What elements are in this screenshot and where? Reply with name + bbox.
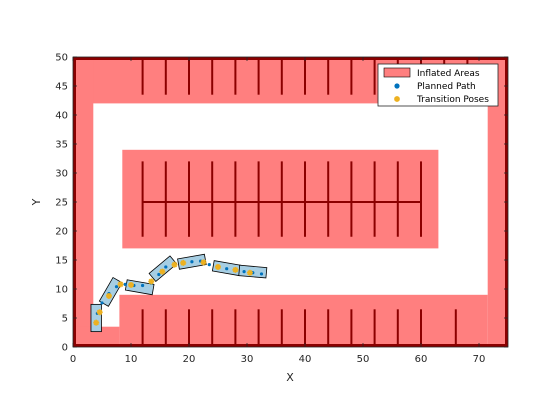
planned-path-point — [123, 282, 127, 286]
y-axis-label: Y — [30, 198, 43, 206]
x-axis-label: X — [286, 371, 294, 384]
transition-pose-point — [159, 268, 166, 275]
legend-label-path: Planned Path — [417, 82, 476, 92]
planned-path-point — [141, 283, 145, 288]
y-tick-label: 30 — [55, 169, 68, 180]
planned-path-point — [225, 267, 229, 271]
y-tick-label: 0 — [62, 343, 68, 354]
legend-label-poses: Transition Poses — [416, 95, 489, 105]
axes: 0 10 20 30 40 50 60 70 0 5 10 15 20 25 30 35 40 45 50 — [55, 53, 509, 365]
planned-path-point — [100, 301, 104, 305]
legend-inflated-swatch — [383, 67, 411, 78]
inflated-area-center-island — [122, 149, 439, 249]
transition-pose-point — [246, 269, 253, 276]
planned-path-point — [207, 263, 211, 267]
transition-pose-point — [232, 266, 239, 273]
y-tick-label: 35 — [55, 140, 68, 151]
inflated-area-bottom-band — [119, 294, 488, 347]
transition-pose-point — [105, 292, 112, 299]
transition-pose-point — [96, 309, 103, 316]
transition-pose-point — [171, 261, 178, 268]
legend-label-inflated: Inflated Areas — [417, 69, 480, 79]
inflated-area-left-band — [73, 57, 94, 347]
x-tick-label: 70 — [473, 354, 486, 365]
planned-path-point — [242, 270, 246, 274]
x-tick-label: 60 — [415, 354, 428, 365]
legend-path-marker — [394, 83, 400, 89]
y-tick-label: 40 — [55, 111, 68, 122]
vehicle-footprint — [98, 276, 123, 307]
transition-pose-point — [117, 281, 124, 288]
y-tick-label: 10 — [55, 285, 68, 296]
y-tick-label: 50 — [55, 53, 68, 64]
legend: Inflated Areas Planned Path Transition P… — [377, 63, 499, 107]
transition-pose-point — [200, 259, 207, 266]
transition-pose-point — [215, 263, 221, 270]
planned-path-point — [259, 272, 264, 276]
planned-path-point — [190, 260, 194, 264]
y-tick-label: 45 — [55, 82, 68, 93]
y-tick-label: 5 — [62, 314, 68, 325]
legend-pose-marker — [394, 96, 400, 102]
y-tick-label: 15 — [55, 256, 68, 267]
planned-path-point — [114, 285, 119, 289]
x-tick-label: 40 — [299, 354, 312, 365]
x-tick-label: 10 — [125, 354, 138, 365]
vehicle-footprint — [90, 303, 102, 333]
transition-pose-point — [93, 319, 100, 326]
y-tick-label: 25 — [55, 198, 68, 209]
planned-path-point — [164, 265, 168, 269]
x-tick-label: 0 — [70, 354, 76, 365]
inflated-area-bottom-left-corner — [73, 326, 120, 347]
x-tick-label: 20 — [183, 354, 196, 365]
planned-path-point — [157, 272, 161, 277]
x-tick-label: 30 — [241, 354, 254, 365]
x-tick-label: 50 — [357, 354, 370, 365]
inflated-area-right-band — [487, 57, 508, 347]
transition-pose-point — [148, 278, 155, 285]
y-tick-label: 20 — [55, 227, 68, 238]
transition-pose-point — [180, 259, 187, 266]
transition-pose-point — [128, 281, 134, 288]
